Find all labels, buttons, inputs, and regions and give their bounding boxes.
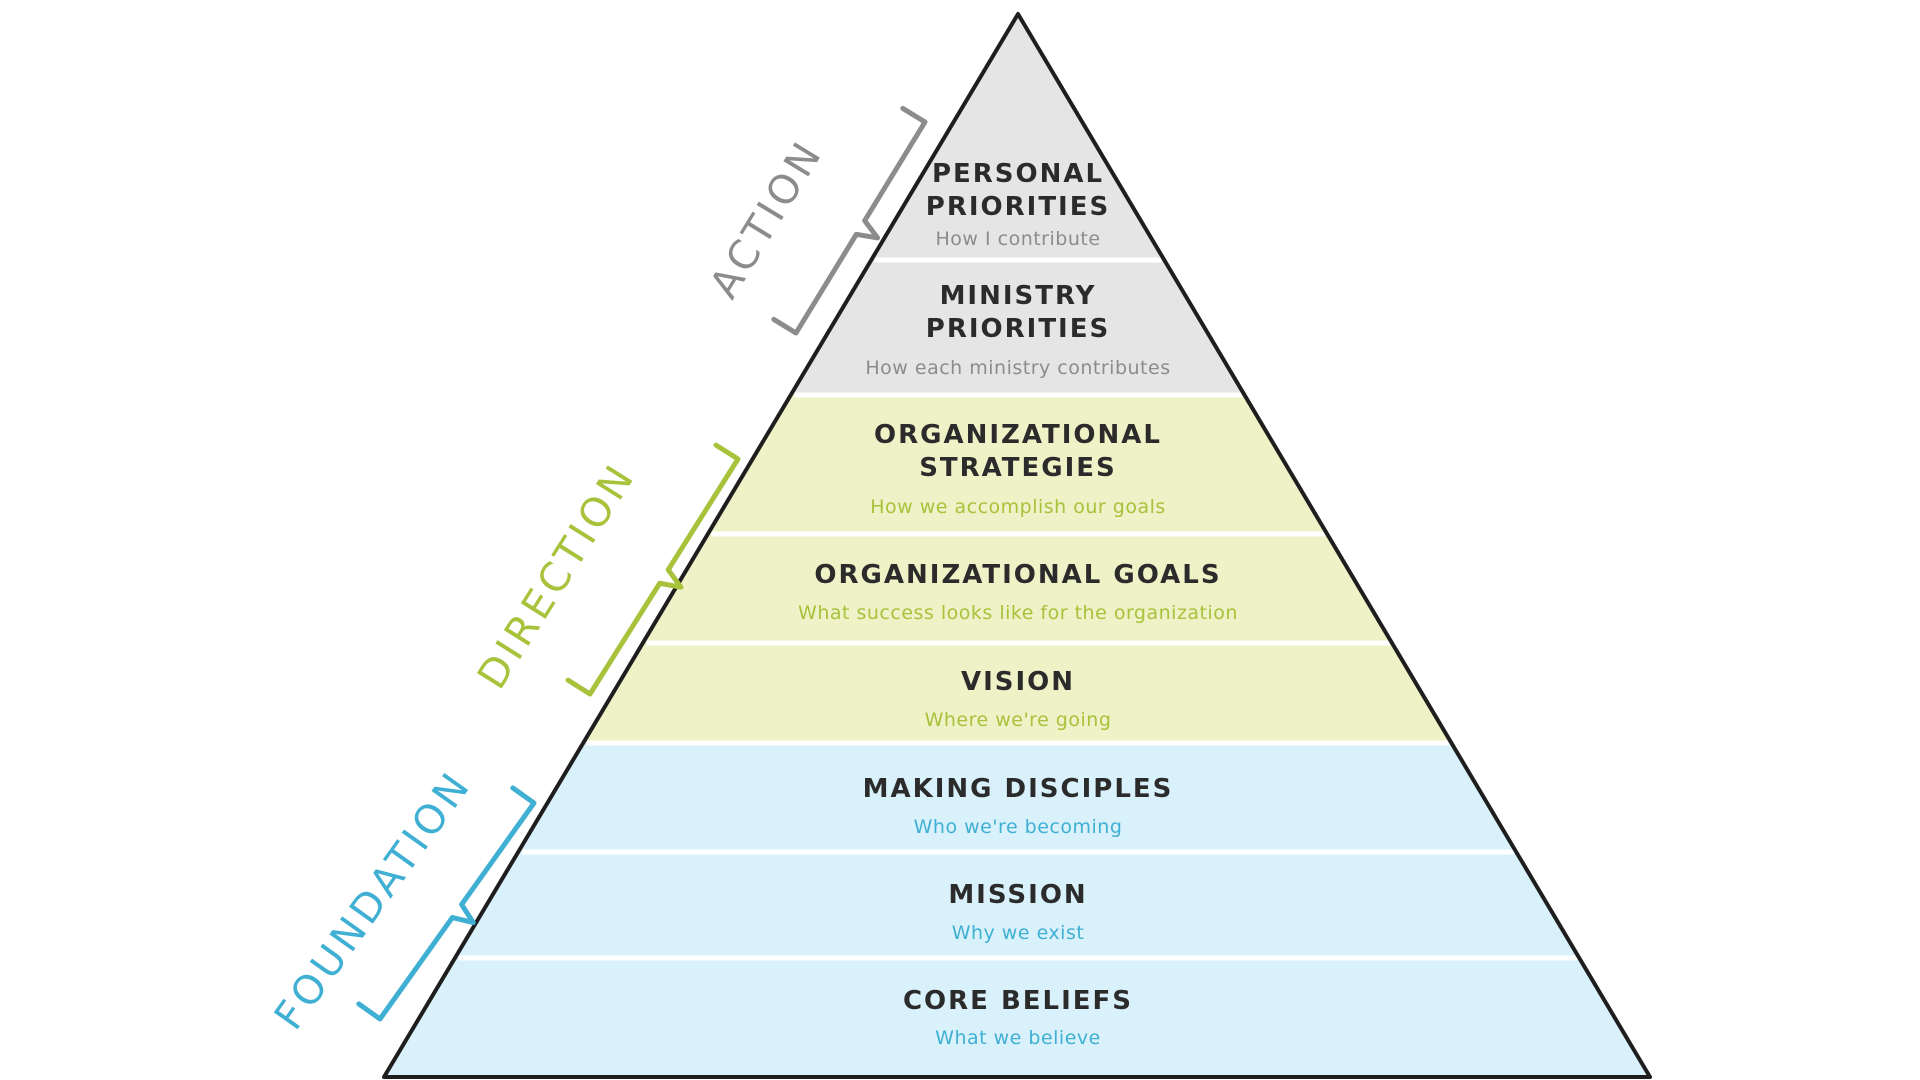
group-bracket [565, 442, 741, 697]
layer-band [708, 395, 1328, 534]
layer-subtitle: Why we exist [952, 922, 1085, 944]
layer-title: MINISTRY [940, 281, 1097, 311]
layer-title: CORE BELIEFS [903, 986, 1133, 1016]
group-bracket [356, 785, 537, 1022]
layer-subtitle: Who we're becoming [914, 816, 1123, 838]
layer-subtitle: How we accomplish our goals [870, 496, 1166, 518]
pyramid-fills [385, 14, 1651, 1077]
layer-band [871, 14, 1165, 260]
layer-title: ORGANIZATIONAL [874, 420, 1162, 450]
layer-title: STRATEGIES [919, 453, 1117, 483]
layer-title: PRIORITIES [926, 192, 1110, 222]
layer-subtitle: How each ministry contributes [865, 357, 1170, 379]
layer-subtitle: What we believe [935, 1027, 1101, 1049]
layer-title: MAKING DISCIPLES [863, 774, 1174, 804]
group-bracket [771, 105, 928, 336]
layer-band [385, 958, 1651, 1077]
group-label: DIRECTION [469, 455, 645, 697]
layer-subtitle: What success looks like for the organiza… [798, 602, 1238, 624]
layer-title: PRIORITIES [926, 314, 1110, 344]
layer-band [791, 260, 1245, 395]
layer-band [643, 534, 1393, 643]
layer-subtitle: Where we're going [925, 709, 1112, 731]
layer-title: VISION [961, 667, 1075, 697]
layer-title: MISSION [948, 880, 1087, 910]
layer-title: ORGANIZATIONAL GOALS [814, 560, 1221, 590]
group-label: ACTION [701, 132, 832, 306]
layer-band [455, 852, 1581, 958]
pyramid-dividers [458, 257, 1578, 961]
layer-band [518, 743, 1518, 852]
layer-band [583, 643, 1453, 743]
pyramid-outline [382, 12, 1652, 1079]
layer-subtitle: How I contribute [935, 228, 1100, 250]
layer-title: PERSONAL [932, 159, 1104, 189]
